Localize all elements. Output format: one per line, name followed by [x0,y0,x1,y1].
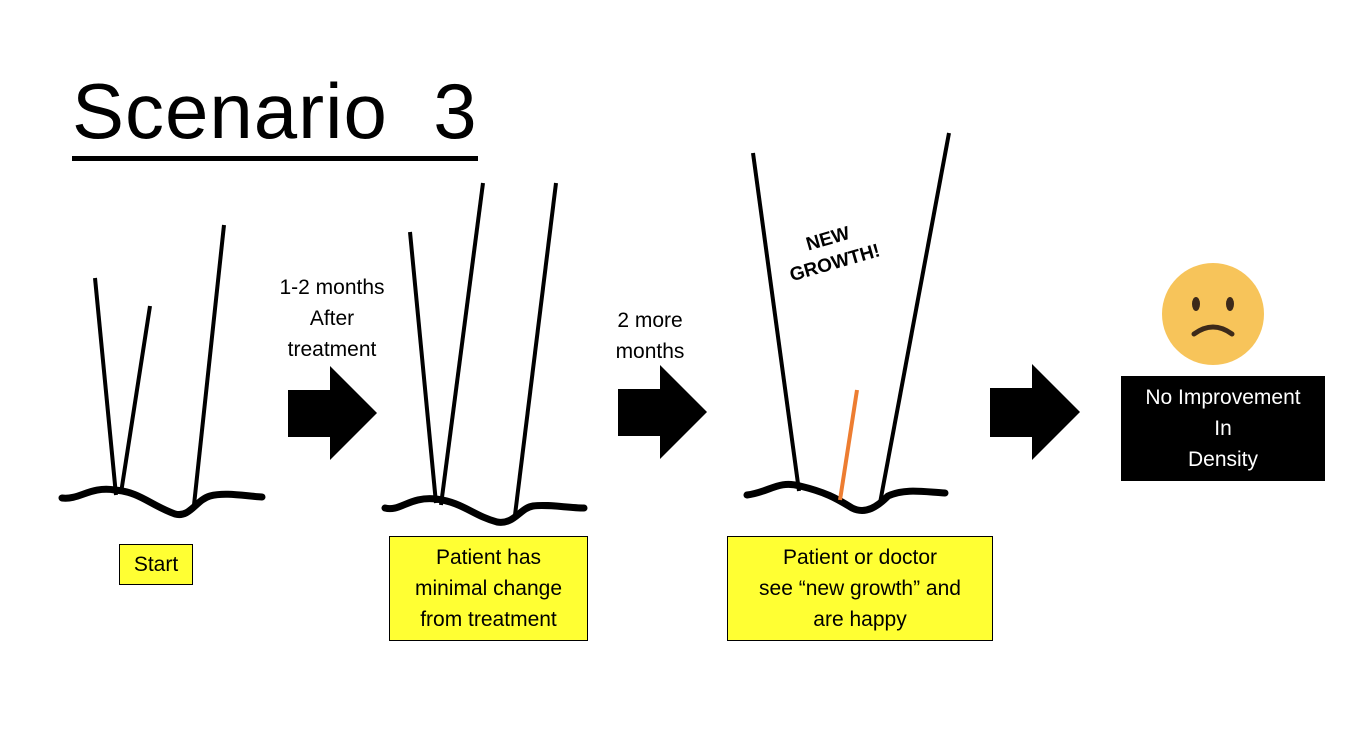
scalp-line [58,485,266,519]
arrow-right-icon [618,365,707,459]
scalp-line [743,480,949,514]
result-box: No Improvement In Density [1121,376,1325,481]
arrow-right-icon [288,366,377,460]
sad-face-icon [1162,263,1264,365]
hair-strand [878,132,951,504]
arrow-label-2: 2 more months [615,309,685,363]
slide-title: Scenario 3 [72,66,478,161]
stage-minimal-change-illustration [381,182,588,526]
new-hair-strand [838,389,859,501]
hair-strand [119,305,152,494]
stage-new-growth-illustration [743,132,951,514]
hair-strand [192,224,226,506]
hair-strand [439,182,485,506]
hair-strand [513,182,558,516]
hair-strand [751,152,801,492]
stage-start-illustration [58,224,266,519]
hair-strand [93,277,118,496]
scalp-line [381,495,588,526]
stage-label-start: Start [119,544,193,585]
stage-label-new-growth: Patient or doctor see “new growth” and a… [727,536,993,641]
arrow-label-1: 1-2 months After treatment [279,276,385,361]
arrow-right-icon [990,364,1080,460]
hair-strand [408,231,438,504]
stage-label-minimal-change: Patient has minimal change from treatmen… [389,536,588,641]
